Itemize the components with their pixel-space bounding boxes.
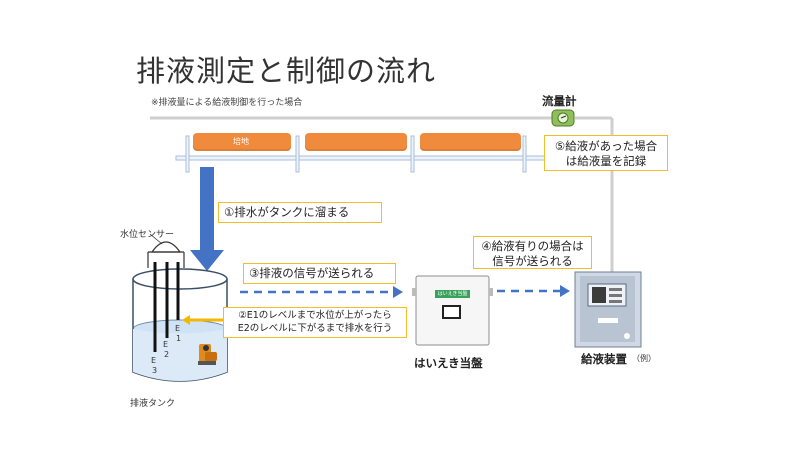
callout-step5: ⑤給液があった場合 は給液量を記録 <box>544 135 668 171</box>
flow-meter-label: 流量計 <box>542 94 577 108</box>
electrode-e3-num: 3 <box>152 366 158 375</box>
electrode-e3: E <box>151 356 157 365</box>
panel-nameplate: はいえき当盤 <box>437 291 468 297</box>
water-level-sensor <box>147 233 185 352</box>
tank-label: 排液タンク <box>130 399 176 409</box>
supply-device-label: 給液装置 <box>581 352 627 366</box>
step4-line2: 信号が送られる <box>492 254 573 268</box>
control-panel <box>412 275 493 346</box>
step2-line2: E2のレベルに下がるまで排水を行う <box>237 323 393 334</box>
control-panel-label: はいえき当盤 <box>414 356 483 370</box>
bed-2 <box>305 133 407 151</box>
bed-3 <box>420 133 521 151</box>
pump-icon <box>198 344 217 365</box>
electrode-e2-num: 2 <box>164 350 170 359</box>
signal-arrow-2 <box>497 285 570 297</box>
electrode-e1: E <box>175 324 181 333</box>
sensor-label: 水位センサー <box>120 230 175 240</box>
bed-1: 培地 <box>193 133 291 151</box>
signal-arrow-1 <box>240 286 403 298</box>
step2-line1: ②E1のレベルまで水位が上がったら <box>238 310 392 321</box>
callout-step1: ①排水がタンクに溜まる <box>218 202 382 223</box>
note-text: ※排液量による給液制御を行った場合 <box>151 98 303 108</box>
electrode-e2: E <box>163 340 169 349</box>
drain-arrow <box>190 167 224 271</box>
step1-text: ①排水がタンクに溜まる <box>224 205 350 219</box>
level-arrow <box>182 315 225 325</box>
callout-step3: ③排液の信号が送られる <box>243 263 396 284</box>
supply-device <box>574 271 642 348</box>
flow-meter-icon <box>551 109 575 127</box>
step4-line1: ④給液有りの場合は <box>481 239 584 253</box>
callout-step4: ④給液有りの場合は 信号が送られる <box>473 236 592 269</box>
supply-device-suffix: （例） <box>632 354 656 363</box>
step5-line1: ⑤給液があった場合 <box>554 139 658 153</box>
step5-line2: は給液量を記録 <box>565 154 647 168</box>
page-title: 排液測定と制御の流れ <box>136 54 437 88</box>
callout-step2: ②E1のレベルまで水位が上がったら E2のレベルに下がるまで排水を行う <box>223 307 407 338</box>
step3-text: ③排液の信号が送られる <box>249 266 375 280</box>
bed-label: 培地 <box>233 137 249 146</box>
electrode-e1-num: 1 <box>176 334 182 343</box>
